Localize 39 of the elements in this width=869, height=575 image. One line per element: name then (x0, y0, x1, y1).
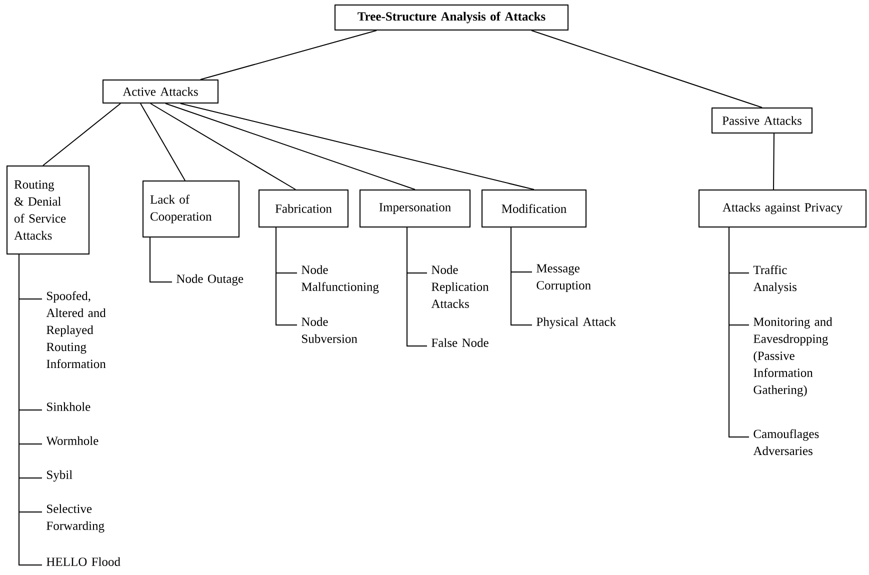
connector-line (150, 103, 296, 190)
leaf-label: Sinkhole (47, 402, 90, 411)
leaf-label: Node Subversion (302, 317, 358, 343)
category-box: Active Attacks (102, 80, 218, 104)
leaf-label: Wormhole (46, 436, 98, 446)
connector-line (165, 103, 416, 190)
category-box: Attacks against Privacy (698, 190, 867, 228)
connector-line (728, 227, 750, 438)
leaf-label: Selective Forwarding (46, 504, 104, 533)
leaf-label: HELLO Flood (46, 557, 120, 566)
category-box: Lack of Cooperation (142, 180, 240, 238)
connector-line (150, 237, 172, 282)
category-box: Tree-Structure Analysis of Attacks (334, 4, 568, 30)
connector-line (180, 103, 534, 190)
leaf-label: Traffic Analysis (753, 265, 796, 294)
connector-line (406, 227, 428, 346)
leaf-label: Sybil (47, 470, 72, 482)
category-box: Fabrication (258, 190, 348, 228)
connector-line (200, 30, 377, 80)
connector-line (773, 133, 774, 190)
category-box: Impersonation (360, 190, 470, 228)
connector-line (276, 227, 298, 326)
connector-line (42, 103, 121, 166)
leaf-label: Node Malfunctioning (302, 265, 379, 294)
leaf-label: False Node (432, 338, 488, 347)
category-box: Modification (482, 190, 586, 228)
connector-line (531, 30, 763, 108)
category-box: Passive Attacks (712, 108, 813, 134)
connector-line (18, 254, 42, 566)
leaf-label: Message Corruption (536, 264, 591, 292)
category-box: Routing & Denial of Service Attacks (6, 166, 90, 254)
connector-line (510, 227, 532, 326)
leaf-label: Node Replication Attacks (431, 265, 489, 308)
leaf-label: Node Outage (176, 274, 244, 286)
leaf-label: Camouflages Adversaries (753, 429, 819, 456)
leaf-label: Spoofed, Altered and Replayed Routing Information (46, 291, 106, 368)
leaf-label: Physical Attack (536, 317, 616, 329)
leaf-label: Monitoring and Eavesdropping (Passive Information Gathering) (754, 317, 832, 397)
connector-line (140, 103, 186, 181)
